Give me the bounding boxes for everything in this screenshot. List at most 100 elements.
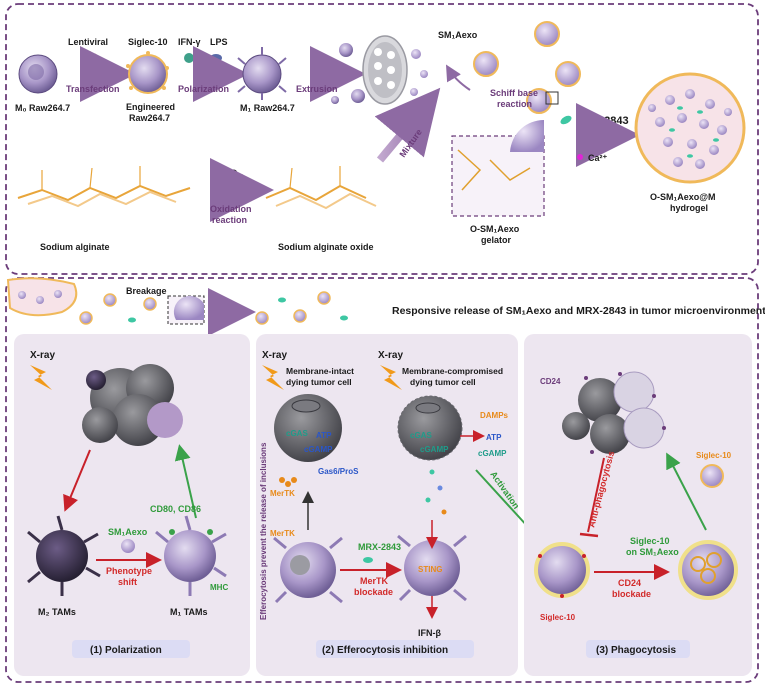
mertk-b: MerTK	[270, 529, 295, 538]
mertk-blockade-1: MerTK	[360, 576, 389, 586]
naio4-label: NaIO₄	[210, 167, 244, 181]
compromised-tumor-cell	[397, 395, 463, 461]
ca-dot	[577, 154, 583, 160]
engineered-label-1: Engineered	[126, 102, 175, 112]
atp-b: ATP	[486, 433, 502, 442]
mertk-blockade-2: blockade	[354, 587, 393, 597]
ifn-beta-label: IFN-β	[418, 628, 441, 638]
intact-tumor-cell	[274, 394, 342, 462]
m1-tams-label: M₁ TAMs	[170, 607, 208, 617]
drug-icon	[560, 115, 572, 125]
panel3-title: (3) Phagocytosis	[596, 645, 676, 656]
alginate-oxide-chain	[265, 166, 377, 210]
hydrogel-sphere	[634, 72, 746, 184]
panel2-title-pill	[316, 640, 474, 658]
intact-label-2: dying tumor cell	[286, 377, 352, 387]
panel1-xray-label: X-ray	[30, 350, 55, 361]
alginate-oxide-label: Sodium alginate oxide	[278, 242, 374, 252]
hydrogel-label-2: hydrogel	[670, 203, 708, 213]
siglec-on-exo-2: on SM₁Aexo	[626, 547, 679, 557]
anti-phago-arrow	[587, 457, 605, 533]
exo-label: SM₁Aexo	[438, 30, 478, 40]
damps-label: DAMPs	[480, 411, 509, 420]
gelator-label-2: gelator	[481, 235, 512, 245]
cgamp-c: cGAMP	[478, 449, 507, 458]
schiff-arrow	[445, 64, 471, 91]
extrusion-label: Extrusion	[296, 84, 338, 94]
compromised-label-1: Membrane-compromised	[402, 366, 503, 376]
siglec-bottom-label: Siglec-10	[540, 613, 576, 622]
mertk-receptor-icon	[279, 477, 297, 487]
phago-green-arrow	[666, 452, 707, 531]
hydrogel-fragment-icon	[6, 277, 78, 317]
tumor-cluster-icon	[82, 364, 183, 446]
siglec-exo-icon	[700, 464, 724, 488]
panel2-drug-label: MRX-2843	[358, 542, 401, 552]
panel2-xray-a: X-ray	[262, 350, 287, 361]
sodium-alginate-chain	[17, 166, 191, 208]
transfection-label: Transfection	[66, 84, 120, 94]
free-exo-icons	[255, 291, 348, 325]
intact-label-1: Membrane-intact	[286, 366, 354, 376]
alginate-label: Sodium alginate	[40, 242, 110, 252]
cd24-block-2: blockade	[612, 589, 651, 599]
polarization-label: Polarization	[178, 84, 229, 94]
exo-particles-top	[473, 21, 581, 114]
panel1-exo-icon	[121, 539, 135, 553]
m2-tams-label: M₂ TAMs	[38, 607, 76, 617]
panel2-drug-icon	[363, 557, 373, 563]
release-text: Responsive release of SM₁Aexo and MRX-28…	[392, 305, 765, 317]
sting-label: STING	[418, 565, 442, 574]
panel2-lightning-a	[262, 365, 284, 390]
m1-tam-cell	[155, 515, 227, 596]
cd24-block-1: CD24	[618, 578, 641, 588]
zoom-box	[545, 91, 559, 105]
released-particles	[425, 469, 447, 515]
schiff-label-1: Schiff base	[490, 88, 538, 98]
extruder-membrane-icon	[362, 35, 408, 105]
phenotype-label-2: shift	[118, 577, 137, 587]
breakage-label: Breakage	[126, 286, 167, 296]
oxidation-label-2: reaction	[212, 215, 247, 225]
lentiviral-label: Lentiviral	[68, 37, 108, 47]
drug-label: MRX-2843	[576, 115, 629, 127]
phenotype-label-1: Phenotype	[106, 566, 152, 576]
panel1-exo-label: SM₁Aexo	[108, 527, 148, 537]
siglec-macrophage-right	[678, 540, 738, 600]
anti-phago-bar	[579, 532, 599, 538]
engineered-cell	[126, 51, 169, 94]
panel2-xray-b: X-ray	[378, 350, 403, 361]
ifn-gamma-label: IFN-γ	[178, 37, 201, 47]
gelator-label-1: O-SM₁Aexo	[470, 224, 520, 234]
released-exo-icons	[79, 293, 157, 325]
compromised-label-2: dying tumor cell	[410, 377, 476, 387]
gas6-label: Gas6/ProS	[318, 467, 359, 476]
m1-raw-label: M₁ Raw264.7	[240, 103, 295, 113]
oxidation-label-1: Oxidation	[210, 204, 252, 214]
sting-macrophage	[397, 534, 467, 602]
cgas-a: cGAS	[286, 429, 308, 438]
panel1-title: (1) Polarization	[90, 645, 162, 656]
m2-tam-cell	[27, 515, 101, 596]
ca-label: Ca²⁺	[588, 153, 608, 163]
panel2-lightning-b	[380, 365, 402, 390]
m0-cell	[18, 54, 58, 94]
panel1-title-pill	[72, 640, 190, 658]
cd80-label: CD80, CD86	[150, 504, 201, 514]
atp-a: ATP	[316, 431, 332, 440]
panel1-lightning-icon	[30, 365, 52, 390]
schiff-label-2: reaction	[497, 99, 532, 109]
hydrogel-label-1: O-SM₁Aexo@M	[650, 192, 716, 202]
efferocytosis-macrophage	[273, 536, 343, 604]
cgas-b: cGAS	[410, 431, 432, 440]
mixture-arrow	[374, 87, 441, 163]
tumor-cluster-cd24	[562, 371, 666, 454]
mertk-a: MerTK	[270, 489, 295, 498]
mhc-label: MHC	[210, 583, 228, 592]
panel3-title-pill	[586, 640, 690, 658]
siglec-on-exo-1: Siglec-10	[630, 536, 670, 546]
cgamp-a: cGAMP	[304, 445, 333, 454]
panel1-red-arrow	[63, 449, 91, 512]
siglec-top-label: Siglec-10	[696, 451, 732, 460]
